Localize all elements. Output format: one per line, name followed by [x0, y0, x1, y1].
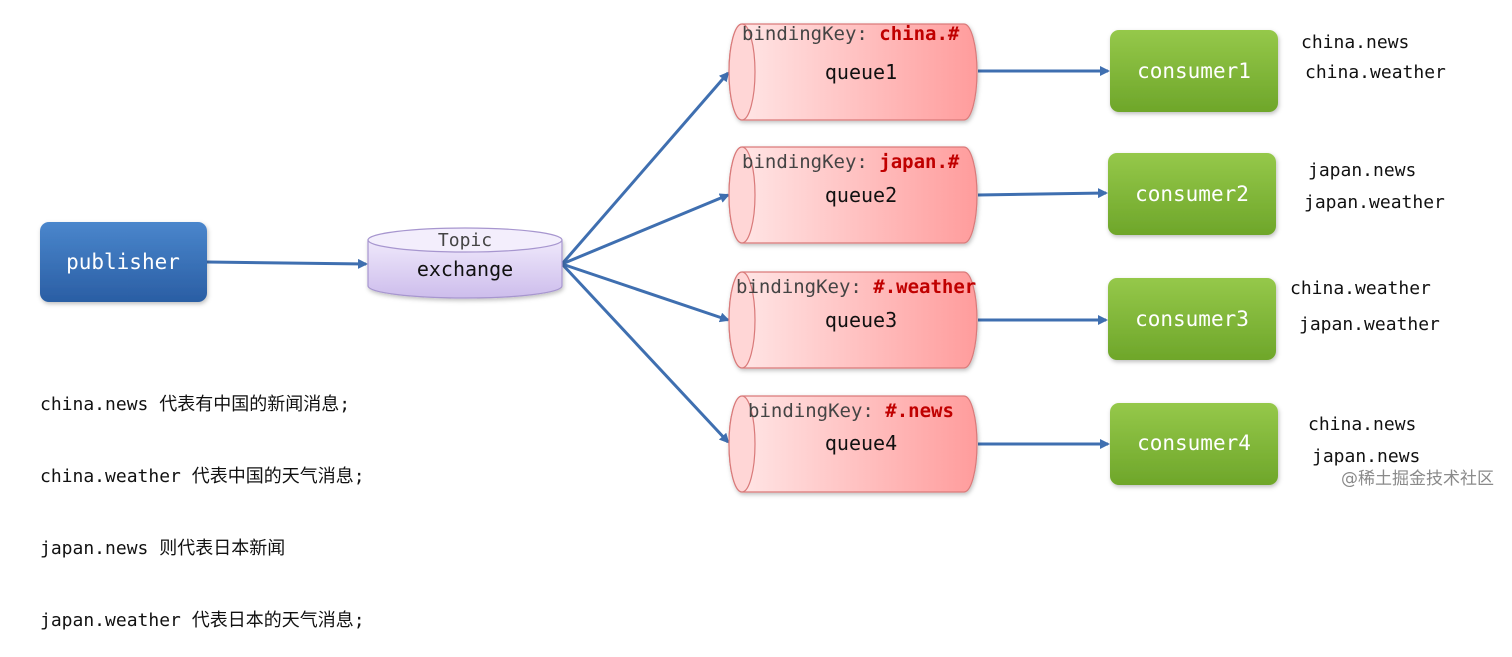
- queue3-node[interactable]: bindingKey: #.weather queue3: [728, 271, 978, 369]
- queue2-binding-key: japan.#: [879, 151, 960, 173]
- queue2-label: queue2: [825, 183, 897, 207]
- publisher-label: publisher: [66, 250, 180, 274]
- consumer2-routing-key-2: japan.weather: [1304, 192, 1445, 213]
- exchange-label: exchange: [417, 257, 513, 281]
- arrow-exchange-to-queue3: [561, 262, 730, 323]
- exchange-node[interactable]: Topic exchange: [367, 227, 563, 299]
- queue1-binding: bindingKey: china.#: [742, 23, 960, 45]
- queue3-binding: bindingKey: #.weather: [736, 276, 976, 298]
- arrow-exchange-to-queue2: [561, 193, 730, 266]
- queue2-binding-prefix: bindingKey:: [742, 151, 879, 173]
- consumer3-node[interactable]: consumer3: [1108, 278, 1276, 360]
- consumer2-routing-key-1: japan.news: [1308, 160, 1416, 181]
- arrow-exchange-to-queue4: [560, 262, 730, 444]
- queue4-node[interactable]: bindingKey: #.news queue4: [728, 395, 978, 493]
- consumer1-routing-key-1: china.news: [1301, 32, 1409, 53]
- queue3-binding-key: #.weather: [873, 276, 976, 298]
- queue2-binding: bindingKey: japan.#: [742, 151, 960, 173]
- consumer4-label: consumer4: [1137, 431, 1251, 455]
- arrow-publisher-to-exchange: [206, 258, 368, 269]
- arrow-exchange-to-queue1: [560, 71, 730, 265]
- consumer1-routing-key-2: china.weather: [1305, 62, 1446, 83]
- consumer1-node[interactable]: consumer1: [1110, 30, 1278, 112]
- consumer3-routing-key-1: china.weather: [1290, 278, 1431, 299]
- queue4-label: queue4: [825, 431, 897, 455]
- queue4-binding: bindingKey: #.news: [748, 400, 954, 422]
- queue4-binding-prefix: bindingKey:: [748, 400, 885, 422]
- note-line: china.news 代表有中国的新闻消息;: [40, 394, 351, 415]
- consumer4-routing-key-2: japan.news: [1312, 446, 1420, 467]
- note-line: china.weather 代表中国的天气消息;: [40, 466, 365, 487]
- queue3-binding-prefix: bindingKey:: [736, 276, 873, 298]
- consumer4-routing-key-1: china.news: [1308, 414, 1416, 435]
- consumer3-routing-key-2: japan.weather: [1299, 314, 1440, 335]
- arrow-queue2-to-consumer2: [977, 188, 1108, 199]
- consumer1-label: consumer1: [1137, 59, 1251, 83]
- consumer2-node[interactable]: consumer2: [1108, 153, 1276, 235]
- queue1-binding-prefix: bindingKey:: [742, 23, 879, 45]
- exchange-type-label: Topic: [438, 230, 492, 251]
- consumer3-label: consumer3: [1135, 307, 1249, 331]
- queue1-label: queue1: [825, 60, 897, 84]
- note-line: japan.weather 代表日本的天气消息;: [40, 610, 365, 631]
- queue2-node[interactable]: bindingKey: japan.# queue2: [728, 146, 978, 244]
- queue1-node[interactable]: bindingKey: china.# queue1: [728, 23, 978, 121]
- queue3-label: queue3: [825, 308, 897, 332]
- queue4-binding-key: #.news: [885, 400, 954, 422]
- consumer4-node[interactable]: consumer4: [1110, 403, 1278, 485]
- consumer2-label: consumer2: [1135, 182, 1249, 206]
- routing-key-notes: china.news 代表有中国的新闻消息; china.weather 代表中…: [40, 345, 365, 657]
- topic-exchange-diagram: publisher Topic exchange bindingKey: chi…: [40, 23, 1446, 493]
- queue1-binding-key: china.#: [879, 23, 960, 45]
- publisher-node[interactable]: publisher: [40, 222, 207, 302]
- watermark: @稀土掘金技术社区: [1337, 463, 1498, 490]
- note-line: japan.news 则代表日本新闻: [40, 538, 286, 559]
